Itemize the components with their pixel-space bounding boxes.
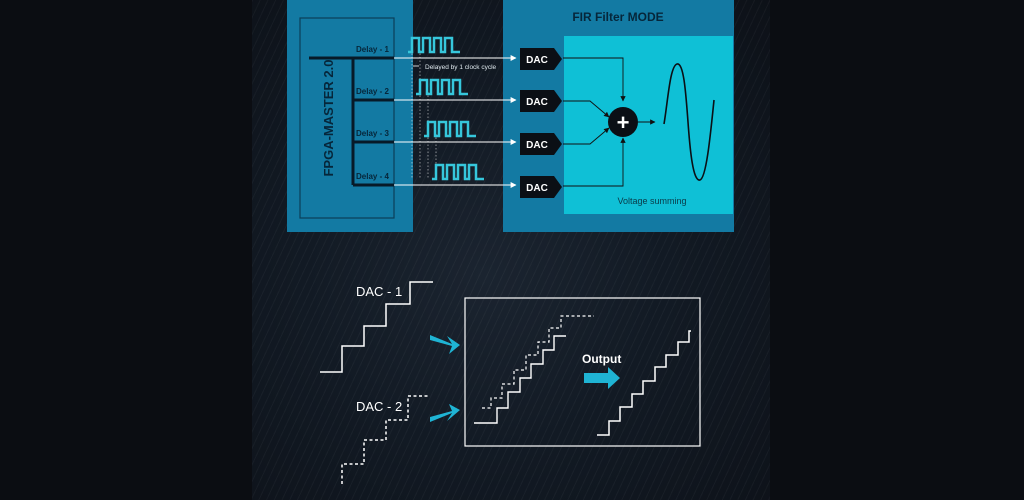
delay-label-2: Delay - 2 [356,87,389,96]
pulse-train-3 [424,120,476,138]
dac-label-3: DAC [526,140,548,151]
pulse-train-4 [432,163,484,181]
summing-node [608,107,638,137]
summing-box [564,36,733,214]
arrow-dac1-to-box [430,335,460,354]
fpga-inner-box [299,17,395,219]
sum-line-4 [563,137,626,187]
fir-title: FIR Filter MODE [572,10,663,24]
delay-label-3: Delay - 3 [356,129,389,138]
dac-label-4: DAC [526,183,548,194]
combination-box [464,297,701,447]
output-sine-wave [663,63,715,181]
delay-note: Delayed by 1 clock cycle [425,64,497,71]
dac-block-2: DAC [520,90,562,112]
dac-label-2: DAC [526,97,548,108]
dac-block-1: DAC [520,48,562,70]
pulse-train-1 [408,36,460,54]
dac-1-label: DAC - 1 [356,284,402,299]
sum-line-3 [563,127,610,145]
sum-line-2 [563,100,610,118]
output-label: Output [582,352,621,366]
dac-2-staircase [341,395,430,484]
pulse-train-2 [416,78,468,96]
dac-2-label: DAC - 2 [356,399,402,414]
delay-label-1: Delay - 1 [356,45,389,54]
dac-block-4: DAC [520,176,562,198]
dac-1-staircase [320,281,433,373]
dac-label-1: DAC [526,55,548,66]
box-dac-1-steps [474,335,566,424]
fpga-title: FPGA-MASTER 2.0 [321,59,336,176]
voltage-summing-label: Voltage summing [617,196,686,206]
dac-block-3: DAC [520,133,562,155]
plus-symbol: + [617,110,630,135]
delay-label-4: Delay - 4 [356,172,389,181]
output-staircase [597,330,691,436]
arrow-dac2-to-box [430,404,460,422]
output-arrow [584,367,620,389]
box-dac-2-steps [482,315,594,409]
sum-line-1 [563,57,626,102]
fpga-panel [287,0,413,232]
